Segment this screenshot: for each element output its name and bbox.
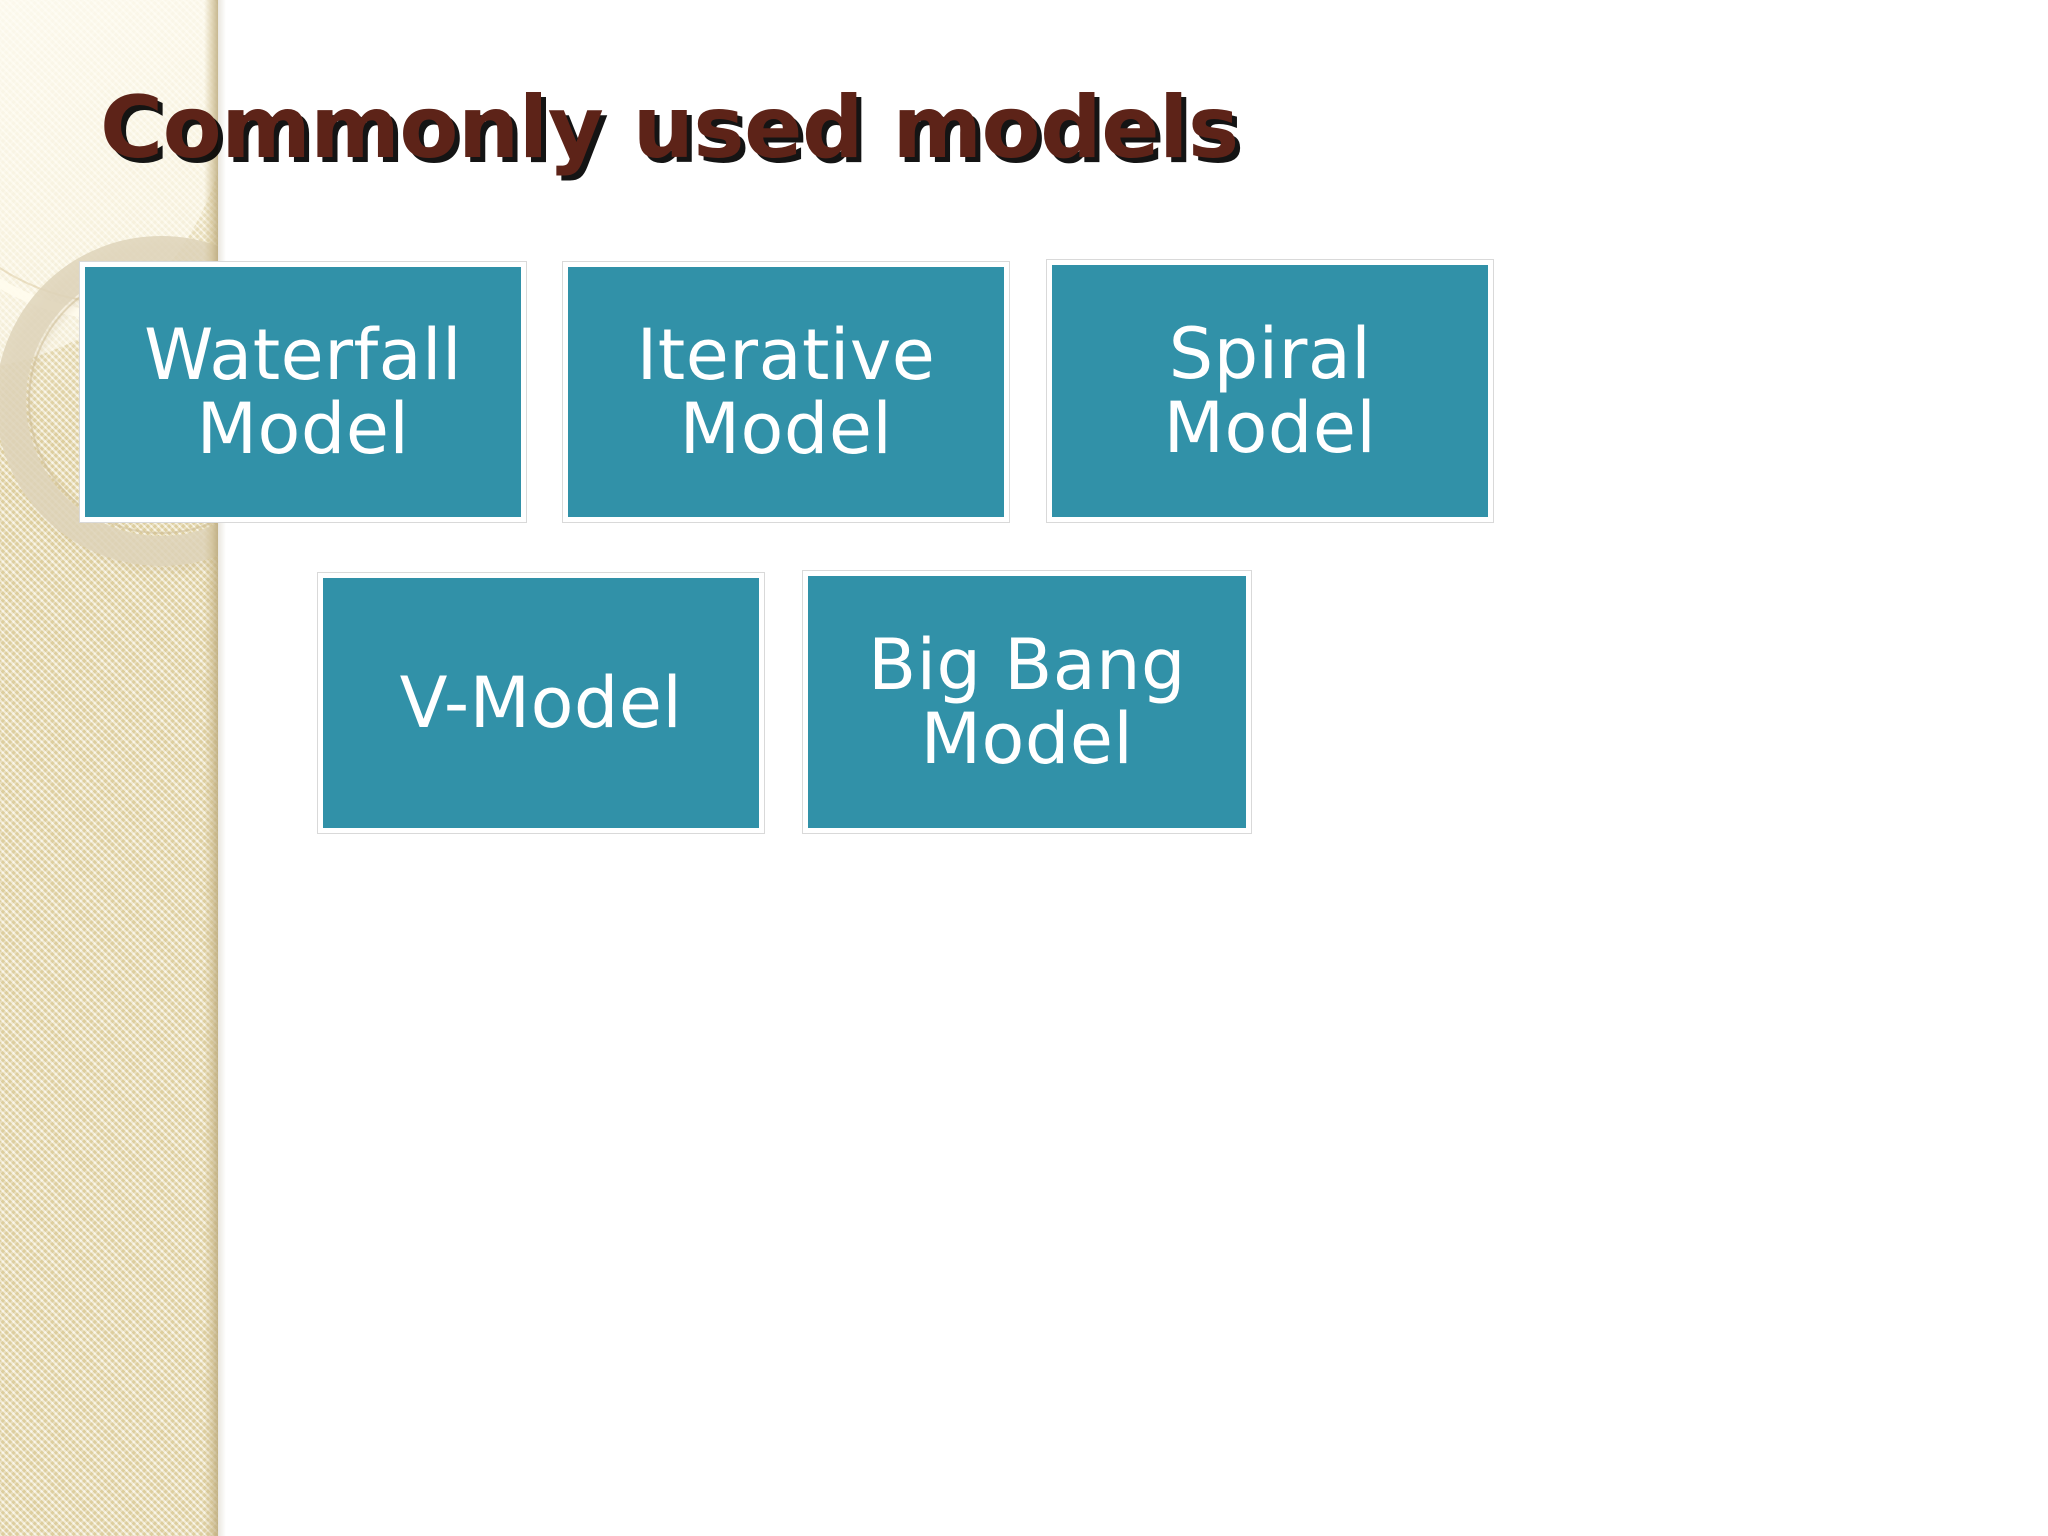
sidebar-drop-shadow (218, 0, 226, 1536)
model-box-label: Big Bang Model (868, 623, 1186, 780)
model-box-waterfall[interactable]: Waterfall Model (79, 261, 527, 523)
model-box-iterative[interactable]: Iterative Model (562, 261, 1010, 523)
model-box-label: V-Model (399, 661, 683, 744)
model-box-label: Waterfall Model (144, 313, 462, 470)
model-box-label: Spiral Model (1163, 312, 1377, 469)
decorative-sidebar (0, 0, 218, 1536)
slide-title: Commonly used models (100, 78, 1239, 178)
model-box-v-model[interactable]: V-Model (317, 572, 765, 834)
model-box-big-bang[interactable]: Big Bang Model (802, 570, 1252, 834)
model-box-label: Iterative Model (636, 313, 936, 470)
model-box-spiral[interactable]: Spiral Model (1046, 259, 1494, 523)
sidebar-edge-strip (204, 0, 218, 1536)
